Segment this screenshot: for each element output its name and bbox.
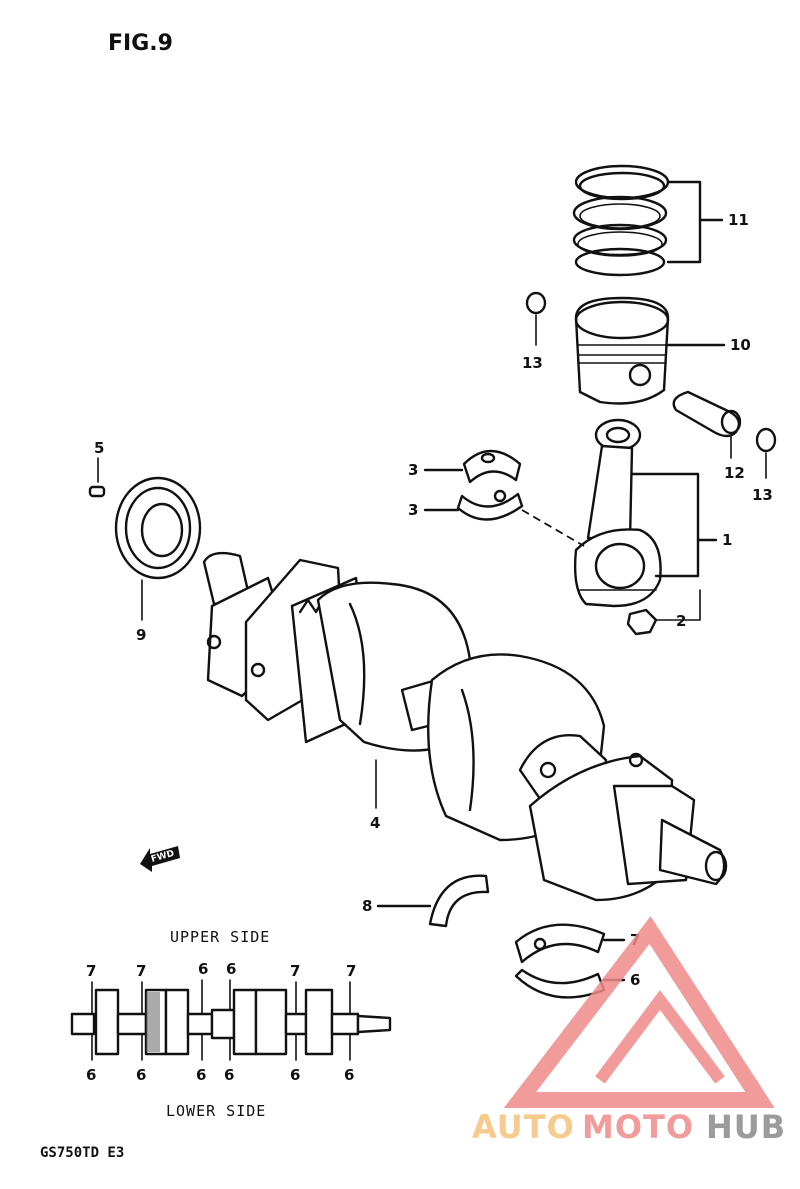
upper-bearing-5: 7 (290, 962, 300, 980)
figure-title: FIG.9 (108, 31, 173, 56)
callout-bracket-11 (666, 180, 702, 264)
callout-bracket-1 (630, 472, 700, 578)
upper-bearing-6: 7 (346, 962, 356, 980)
callout-3-upper: 3 (408, 461, 418, 479)
callout-2: 2 (676, 612, 686, 630)
crankshaft (202, 551, 728, 902)
lower-bearing-4: 6 (224, 1066, 234, 1084)
lower-bearing-3: 6 (196, 1066, 206, 1084)
thrust-bearing (428, 874, 490, 928)
lower-side-label: LOWER SIDE (166, 1102, 266, 1120)
callout-13-right: 13 (752, 486, 773, 504)
callout-8: 8 (362, 897, 372, 915)
callout-5: 5 (94, 439, 104, 457)
watermark-logo: AUTO MOTO HUB (472, 916, 786, 1146)
upper-bearing-1: 7 (86, 962, 96, 980)
piston-rings (572, 164, 670, 277)
callout-13-left: 13 (522, 354, 543, 372)
connecting-rod (573, 418, 662, 608)
callout-1: 1 (722, 531, 732, 549)
piston-pin-circlip-right (755, 427, 777, 453)
watermark-text-auto: AUTO (472, 1108, 575, 1146)
lower-bearing-2: 6 (136, 1066, 146, 1084)
watermark-text-hub: HUB (706, 1108, 786, 1146)
lower-bearing-5: 6 (290, 1066, 300, 1084)
piston (574, 296, 670, 405)
lower-bearing-6: 6 (344, 1066, 354, 1084)
upper-bearing-3: 6 (198, 960, 208, 978)
callout-4: 4 (370, 814, 380, 832)
connecting-rod-nut (626, 608, 658, 636)
conrod-bearing-lower (456, 489, 524, 521)
callout-12: 12 (724, 464, 745, 482)
crankshaft-bearing-lower (514, 968, 606, 999)
oil-seal (114, 476, 202, 580)
assembly-dash-line (521, 509, 585, 547)
callout-10: 10 (730, 336, 751, 354)
piston-pin (672, 390, 742, 438)
crankshaft-bearing-upper (514, 923, 606, 964)
upper-bearing-4: 6 (226, 960, 236, 978)
lower-bearing-1: 6 (86, 1066, 96, 1084)
upper-bearing-2: 7 (136, 962, 146, 980)
dowel-pin (88, 485, 106, 498)
callout-9: 9 (136, 626, 146, 644)
upper-side-label: UPPER SIDE (170, 928, 270, 946)
bearing-selection-map: 7 7 6 6 7 7 6 6 6 6 6 6 (70, 960, 392, 1084)
callout-3-lower: 3 (408, 501, 418, 519)
callout-11: 11 (728, 211, 749, 229)
model-code: GS750TD E3 (40, 1145, 124, 1161)
front-direction-arrow: FWD (140, 846, 180, 872)
watermark-text-moto: MOTO (582, 1108, 694, 1146)
conrod-bearing-upper (462, 449, 522, 484)
piston-pin-circlip-left (525, 291, 547, 315)
callout-6: 6 (630, 971, 640, 989)
